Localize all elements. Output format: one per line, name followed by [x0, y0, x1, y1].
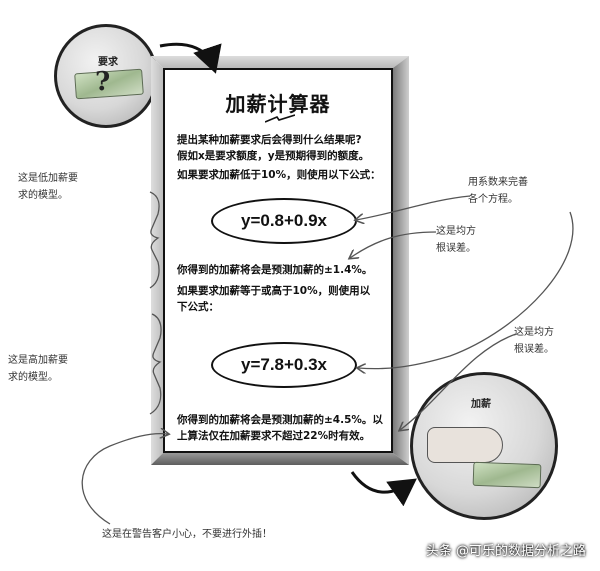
note-high-model-line-1: 这是高加薪要	[8, 355, 68, 366]
card-bevel-bottom	[151, 453, 409, 465]
note-rms-error-1-line-1: 这是均方	[436, 226, 476, 237]
note-coefficients-line-1: 用系数来完善	[468, 177, 528, 188]
note-rms-error-1: 这是均方 根误差。	[436, 223, 476, 257]
arrow-card-to-raise	[350, 471, 417, 507]
note-rms-error-1-line-2: 根误差。	[436, 243, 476, 254]
card-title: 加薪计算器	[225, 92, 331, 116]
note-low-model-line-1: 这是低加薪要	[18, 173, 78, 184]
note-coefficients: 用系数来完善 各个方程。	[468, 174, 528, 208]
note-low-model-line-2: 求的模型。	[18, 190, 68, 201]
formula-high: y=7.8+0.3x	[211, 342, 357, 388]
note-rms-error-2-line-1: 这是均方	[514, 327, 554, 338]
formula-low: y=0.8+0.9x	[211, 198, 357, 244]
request-circle: 要求 ?	[54, 24, 158, 128]
note-rms-error-2-line-2: 根误差。	[514, 344, 554, 355]
intro-line-2: 假如x是要求额度，y是预期得到的额度。	[177, 150, 370, 162]
note-low-model: 这是低加薪要 求的模型。	[18, 170, 78, 204]
raise-label: 加薪	[471, 399, 491, 410]
money-stack-icon	[472, 461, 542, 489]
watermark: 头条 @可乐的数据分析之路	[425, 544, 586, 559]
card-bevel-top	[151, 56, 409, 68]
raise-calculator-card: 加薪计算器 提出某种加薪要求后会得到什么结果呢? 假如x是要求额度，y是预期得到…	[163, 68, 393, 453]
note-rms-error-2: 这是均方 根误差。	[514, 324, 554, 358]
card-bevel-right	[393, 56, 409, 465]
raise-circle: 加薪	[410, 372, 558, 520]
hand-icon	[427, 427, 503, 463]
note-extrapolation-warning: 这是在警告客户小心，不要进行外插！	[102, 529, 272, 540]
note-high-model-line-2: 求的模型。	[8, 372, 58, 383]
question-mark-icon: ?	[95, 67, 111, 97]
error-high-line-2: 上算法仅在加薪要求不超过22%时有效。	[177, 430, 371, 442]
condition-high-line-2: 下公式：	[177, 301, 219, 313]
condition-high-line-1: 如果要求加薪等于或高于10%，则使用以	[177, 285, 371, 297]
note-high-model: 这是高加薪要 求的模型。	[8, 352, 68, 386]
condition-low: 如果要求加薪低于10%，则使用以下公式：	[177, 169, 381, 181]
lightning-icon	[265, 114, 295, 123]
error-low: 你得到的加薪将会是预测加薪的±1.4%。	[177, 264, 373, 276]
card-bevel-left	[151, 56, 163, 465]
intro-line-1: 提出某种加薪要求后会得到什么结果呢?	[177, 134, 362, 146]
request-label: 要求	[98, 57, 118, 68]
note-coefficients-line-2: 各个方程。	[468, 194, 518, 205]
error-high-line-1: 你得到的加薪将会是预测加薪的±4.5%。以	[177, 414, 383, 426]
